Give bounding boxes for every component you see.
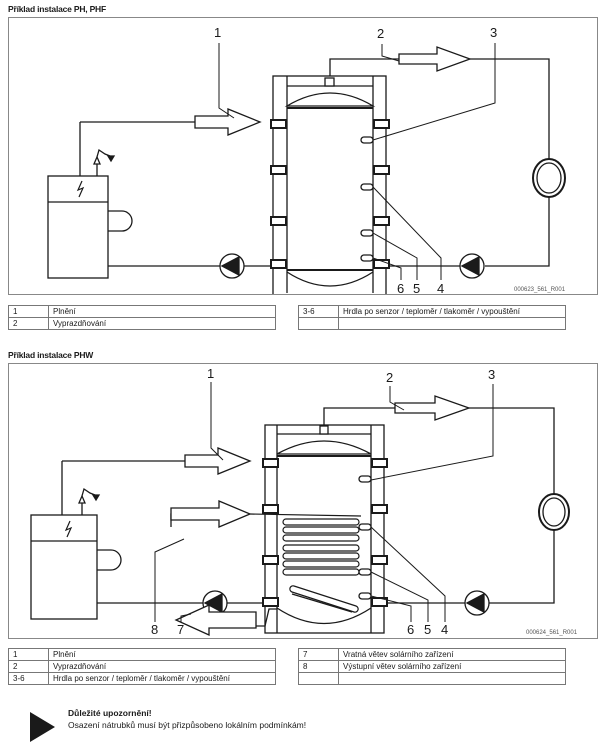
expansion-vessel-icon <box>532 158 566 198</box>
section1-heading: Příklad instalace PH, PHF <box>8 4 106 14</box>
callout-3: 3 <box>490 25 497 40</box>
arrow-emptying <box>398 46 472 72</box>
callout-6: 6 <box>407 622 414 637</box>
arrow-filling <box>184 447 252 475</box>
diagram-phw: 1 2 3 4 5 6 7 8 000624_561_R001 <box>8 363 598 639</box>
callout-4: 4 <box>441 622 448 637</box>
pump-icon-left <box>219 253 245 279</box>
callout-7: 7 <box>177 622 184 637</box>
notice-title: Důležité upozornění! <box>68 708 152 718</box>
callout-8: 8 <box>151 622 158 637</box>
table-row <box>298 317 566 330</box>
arrow-solar-return <box>174 603 257 637</box>
callout-1: 1 <box>207 366 214 381</box>
boiler-icon <box>47 122 133 279</box>
storage-tank <box>270 75 390 294</box>
callout-6: 6 <box>397 281 404 294</box>
arrow-filling <box>194 108 262 136</box>
arrow-solar-flow <box>170 500 252 528</box>
callout-4: 4 <box>437 281 444 294</box>
arrow-emptying <box>394 395 471 421</box>
table-row <box>298 672 566 685</box>
warning-triangle-icon <box>30 712 55 742</box>
callout-5: 5 <box>424 622 431 637</box>
figure-code: 000624_561_R001 <box>526 630 578 636</box>
callout-2: 2 <box>377 26 384 41</box>
diagram-ph-phf: 1 2 3 4 5 6 000623_561_R001 <box>8 17 598 295</box>
expansion-vessel-icon <box>538 493 570 531</box>
safety-valve-icon <box>93 148 116 165</box>
callout-2: 2 <box>386 370 393 385</box>
safety-valve-icon <box>78 487 101 504</box>
storage-tank-with-coil <box>249 424 388 634</box>
callout-3: 3 <box>488 367 495 382</box>
pump-icon-right <box>459 253 485 279</box>
boiler-icon <box>30 461 122 620</box>
callout-1: 1 <box>214 25 221 40</box>
figure-code: 000623_561_R001 <box>514 287 566 293</box>
pump-icon-right <box>464 590 490 616</box>
heat-exchanger-coil <box>249 513 362 613</box>
notice-text: Osazení nátrubků musí být přizpůsobeno l… <box>68 720 307 730</box>
section2-heading: Příklad instalace PHW <box>8 350 94 360</box>
callout-5: 5 <box>413 281 420 294</box>
